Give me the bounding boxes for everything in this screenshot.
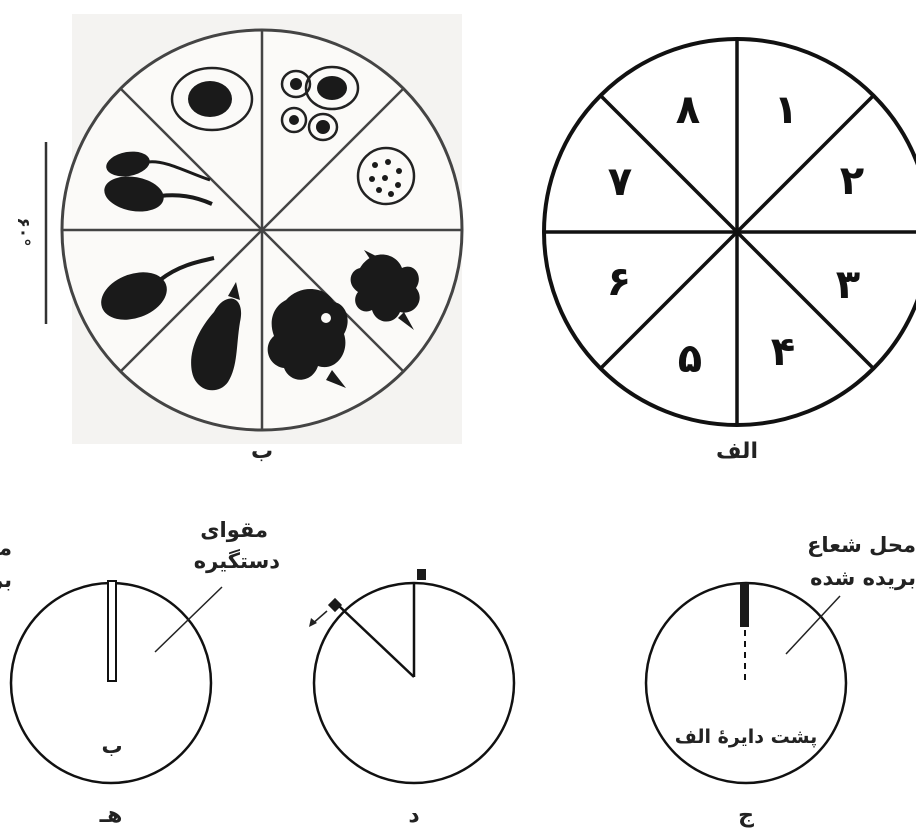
disc-d-top-tab [417,569,426,580]
handle-slot [108,581,116,681]
figure-b-angle-label: ۶۰° [13,217,33,246]
callout-bottom-text: دستگیره [194,548,280,573]
cut-radius-mark [740,583,749,627]
disc-j-inner-text: پشت دایرهٔ الف [675,726,818,748]
sector-number-5: ۵ [678,336,702,382]
sector-number-7: ۷ [608,159,632,205]
sector-number-2: ۲ [840,158,864,204]
figure-h: مقوای دستگیره مح بر ب هـ [0,518,280,828]
callout-leader-line [786,596,840,654]
disc-d-radius [339,606,414,677]
cut-off-edge-text: بر [0,568,12,592]
figure-j-label: ج [738,803,754,828]
figure-a-label: الف [716,439,758,464]
figure-a: ۱ ۲ ۳ ۴ ۵ ۶ ۷ ۸ الف [544,39,916,464]
rotation-arrow-head [309,618,317,627]
cut-off-edge-text: مح [0,536,12,560]
sector-number-3: ۳ [836,262,860,308]
sector-number-8: ۸ [676,87,700,133]
disc-d-side-tab [328,598,342,612]
sector-number-4: ۴ [771,329,795,375]
disc-h-inner-letter: ب [101,734,122,758]
figure-b: ۶۰° ب [13,14,462,464]
callout-leader-line [155,587,222,652]
figure-d-label: د [408,803,419,828]
callout-bottom-text: بریده شده [810,566,916,590]
figure-b-label: ب [251,439,273,464]
callout-top-text: مقوای [200,518,268,542]
figure-j: محل شعاع بریده شده پشت دایرهٔ الف ج [646,533,916,828]
sector-number-6: ۶ [607,259,631,305]
figure-h-label: هـ [99,803,123,828]
callout-top-text: محل شعاع [807,533,916,557]
sector-number-1: ۱ [774,87,798,133]
figure-d: د [309,569,514,828]
